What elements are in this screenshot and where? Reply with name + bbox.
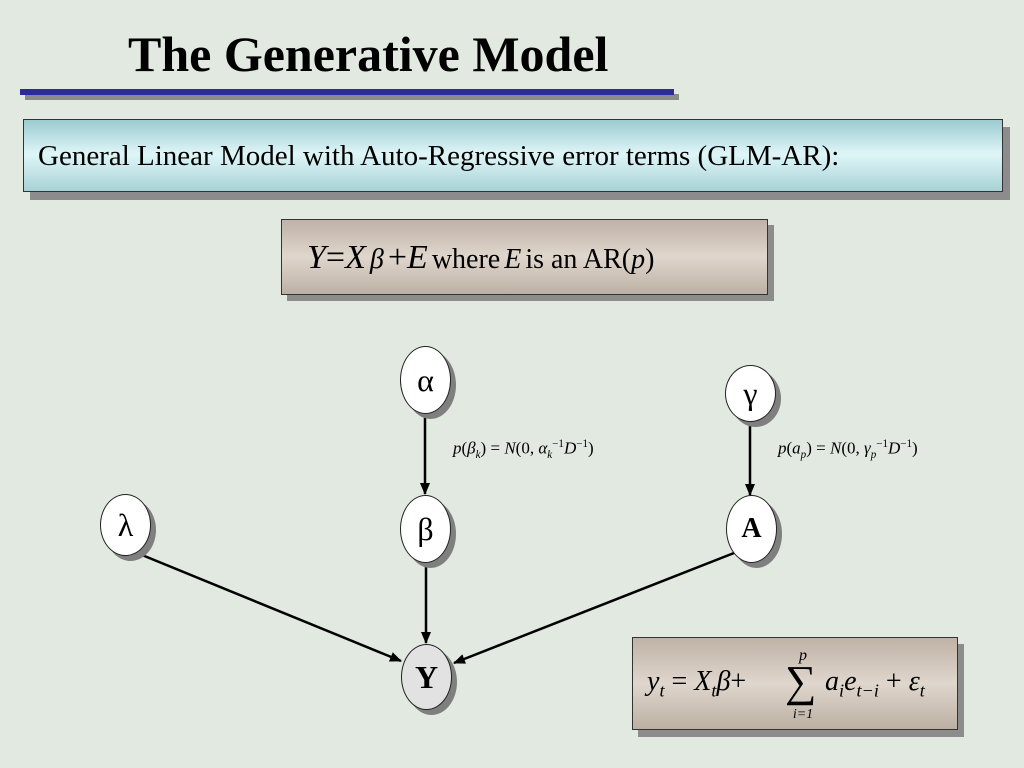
node-lambda: λ [100, 494, 151, 556]
sum-symbol: ∑ [785, 657, 817, 706]
sum-upper-limit: p [799, 647, 807, 664]
node-alpha: α [400, 346, 451, 414]
main-equation-box: Y=X β +E where E is an AR(p) [281, 219, 768, 295]
eq-is-an-ar: is an AR( [525, 244, 632, 275]
eq-equals: = [325, 239, 346, 276]
title-underline [20, 89, 674, 95]
subtitle-text: General Linear Model with Auto-Regressiv… [38, 140, 840, 172]
eq-p: p [631, 244, 646, 275]
ar-rhs: aiet−i + εt [825, 666, 925, 701]
beta-prior-formula: p(βk) = N(0, αk−1D−1) [453, 438, 594, 462]
ar-equation-box: yt = Xtβ+ p ∑ i=1 aiet−i + εt [632, 637, 958, 730]
node-A-label: A [741, 513, 762, 544]
edge-A-Y [453, 551, 735, 665]
node-lambda-label: λ [117, 506, 134, 543]
a-prior-formula: p(ap) = N(0, γp−1D−1) [778, 438, 918, 462]
node-beta: β [400, 495, 451, 563]
edge-lambda-Y [141, 553, 402, 663]
subtitle-box: General Linear Model with Auto-Regressiv… [23, 119, 1003, 192]
node-Y: Y [401, 644, 452, 710]
node-beta-label: β [417, 510, 434, 547]
node-alpha-label: α [417, 361, 434, 398]
eq-Y: Y [307, 239, 326, 276]
eq-E2: E [504, 244, 522, 275]
node-gamma: γ [725, 365, 776, 422]
node-A: A [726, 495, 777, 563]
ar-lhs: yt = Xtβ+ [647, 666, 747, 701]
eq-beta: β [369, 244, 384, 275]
eq-where: where [431, 244, 501, 275]
node-gamma-label: γ [743, 375, 758, 411]
eq-plus: + [387, 239, 408, 276]
title-underline-shadow [25, 94, 679, 100]
sum-lower-limit: i=1 [792, 707, 814, 722]
eq-close: ) [645, 244, 655, 275]
node-Y-label: Y [414, 658, 439, 695]
eq-E: E [407, 239, 428, 276]
eq-X: X [345, 239, 366, 276]
page-title: The Generative Model [128, 26, 609, 82]
